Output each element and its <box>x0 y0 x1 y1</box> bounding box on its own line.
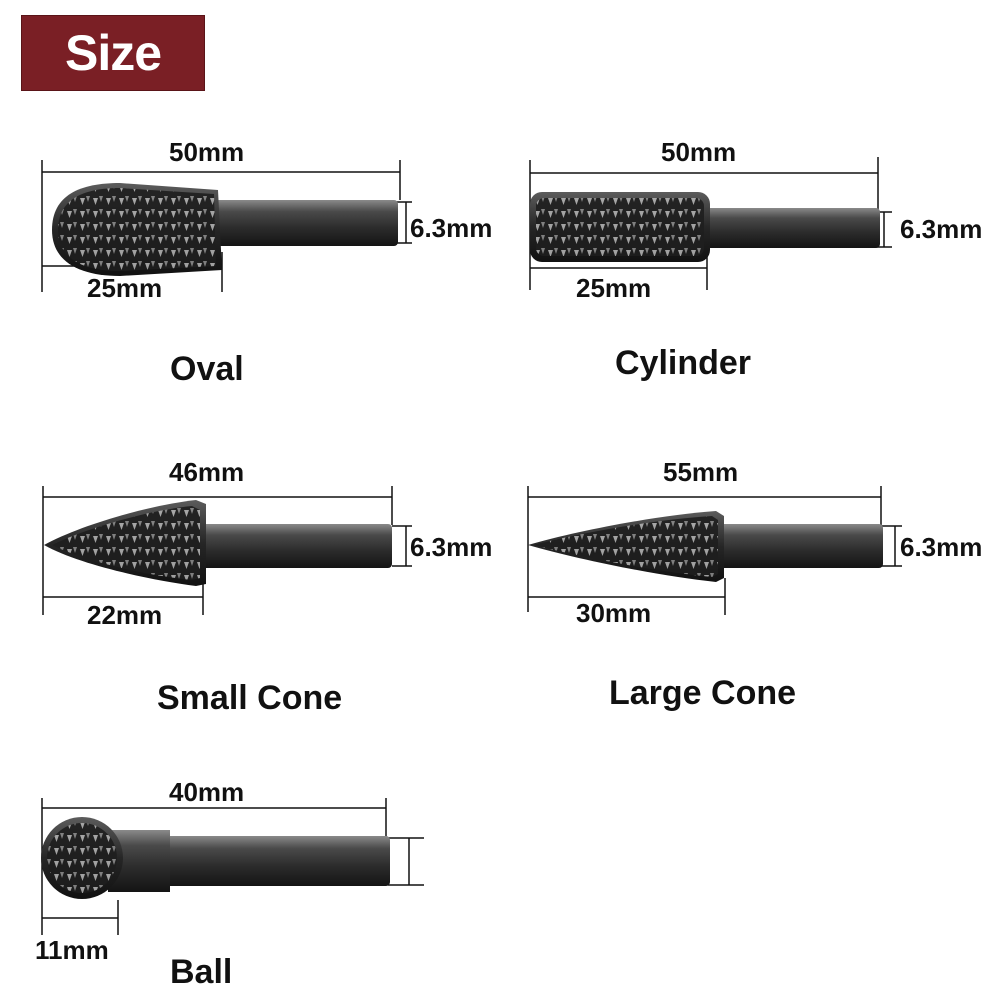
large-cone-name: Large Cone <box>609 674 797 712</box>
oval-name: Oval <box>170 350 244 388</box>
small-cone-name: Small Cone <box>157 679 343 717</box>
small-cone-bit <box>44 500 392 586</box>
large-cone-head-label: 30mm <box>576 598 652 628</box>
size-badge-label: Size <box>64 25 162 81</box>
cylinder-head-label: 25mm <box>576 273 652 303</box>
large-cone-length-label: 55mm <box>663 457 739 487</box>
size-badge: Size <box>21 15 205 91</box>
ball-bit <box>41 817 390 899</box>
oval-bit <box>52 183 398 276</box>
oval-length-label: 50mm <box>169 137 245 167</box>
small-cone-head-label: 22mm <box>87 600 163 630</box>
oval-head-label: 25mm <box>87 273 163 303</box>
ball-head-label: 11mm <box>35 935 109 965</box>
cylinder-length-label: 50mm <box>661 137 737 167</box>
cylinder-name: Cylinder <box>615 344 752 382</box>
small-cone-length-label: 46mm <box>169 457 245 487</box>
small-cone-shank-label: 6.3mm <box>410 532 493 562</box>
cylinder-shank-label: 6.3mm <box>900 214 983 244</box>
oval-shank-label: 6.3mm <box>410 213 493 243</box>
ball-length-label: 40mm <box>169 777 245 807</box>
large-cone-shank-label: 6.3mm <box>900 532 983 562</box>
large-cone-bit <box>528 511 883 582</box>
ball-name: Ball <box>170 953 233 991</box>
cylinder-bit <box>530 192 880 262</box>
